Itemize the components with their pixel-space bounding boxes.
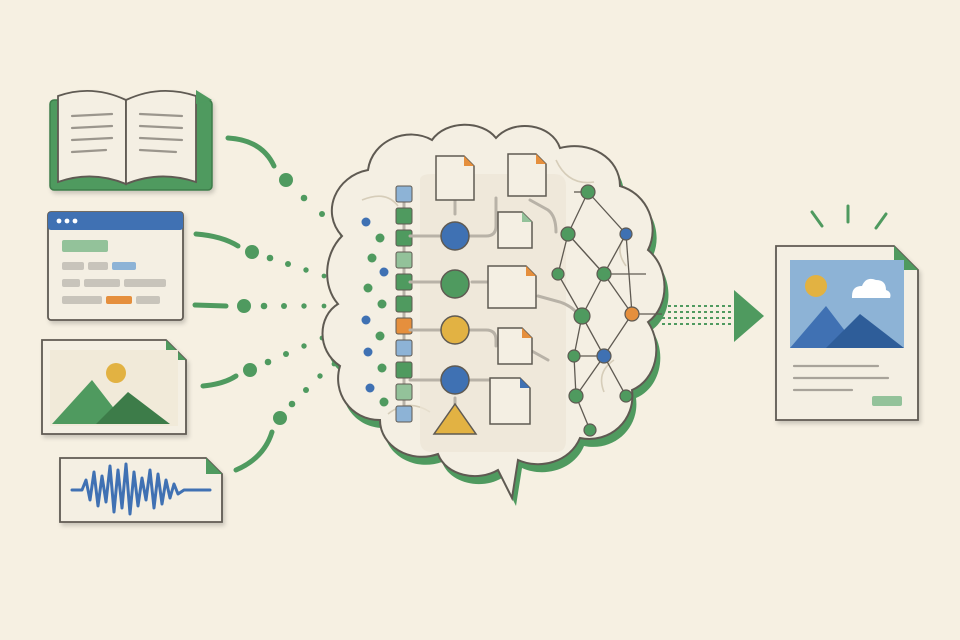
mini-document-icon [507, 153, 547, 197]
flow-dot [285, 261, 291, 267]
yellow-node [440, 315, 470, 345]
flow-dot [300, 194, 308, 202]
mini-document-icon [497, 211, 533, 249]
network-node [619, 389, 633, 403]
network-node [596, 348, 612, 364]
landscape-image-icon [41, 339, 187, 435]
token-dot [379, 267, 389, 277]
sparkle-icon [810, 204, 888, 230]
network-nodes [551, 184, 640, 437]
token-square [395, 317, 413, 335]
flow-dot [283, 351, 289, 357]
book-document-icon [49, 89, 213, 191]
brain-left-dots [361, 217, 389, 407]
token-square [395, 295, 413, 313]
brain-network-icon [321, 123, 669, 507]
green-node [440, 269, 470, 299]
right-arrow-icon [734, 290, 764, 342]
flow-dot [319, 211, 325, 217]
mini-document-icon [435, 155, 475, 201]
token-dot [361, 217, 371, 227]
flow-dot [273, 411, 287, 425]
flow-dot [288, 400, 296, 408]
mini-document-icon [497, 327, 533, 365]
flow-dot [245, 245, 259, 259]
token-dot [375, 331, 385, 341]
network-node [560, 226, 576, 242]
flow-dot [264, 358, 272, 366]
token-dot [379, 397, 389, 407]
generated-document-icon [775, 245, 919, 421]
token-dot [363, 283, 373, 293]
network-node [624, 306, 640, 322]
network-node [573, 307, 591, 325]
flow-dot [301, 343, 307, 349]
token-square [395, 185, 413, 203]
flow-dot [321, 273, 327, 279]
token-square-column [395, 185, 413, 423]
token-square [395, 229, 413, 247]
blue-node [440, 365, 470, 395]
flow-dot [303, 387, 309, 393]
network-node [567, 349, 581, 363]
token-dot [367, 253, 377, 263]
flow-dot [303, 267, 309, 273]
flow-dot [243, 363, 257, 377]
token-dot [377, 363, 387, 373]
token-square [395, 405, 413, 423]
network-node [568, 388, 584, 404]
network-node [580, 184, 596, 200]
token-square [395, 361, 413, 379]
input-flow-lines [192, 135, 277, 473]
token-dot [375, 233, 385, 243]
token-dot [361, 315, 371, 325]
network-node [583, 423, 597, 437]
flow-dot [317, 373, 323, 379]
flow-dot [321, 303, 327, 309]
flow-dot [237, 299, 251, 313]
blue-node [440, 221, 470, 251]
flow-dot [266, 254, 274, 262]
flow-dot [301, 303, 307, 309]
flow-dot [281, 303, 287, 309]
token-dot [365, 383, 375, 393]
yellow-triangle-node [432, 402, 478, 435]
flow-dot [279, 173, 293, 187]
token-square [395, 207, 413, 225]
token-square [395, 251, 413, 269]
token-square [395, 339, 413, 357]
network-node [619, 227, 633, 241]
token-dot [363, 347, 373, 357]
web-page-icon [47, 211, 184, 321]
output-flow [662, 290, 764, 342]
audio-waveform-icon [59, 457, 223, 523]
brain-connections [408, 196, 582, 408]
flow-dot [260, 302, 268, 310]
mini-document-icon [487, 265, 537, 309]
brain-documents [435, 153, 547, 425]
mini-document-icon [489, 377, 531, 425]
brain-node-circles [432, 221, 478, 435]
network-node [551, 267, 565, 281]
network-node [596, 266, 612, 282]
token-square [395, 383, 413, 401]
token-dot [377, 299, 387, 309]
